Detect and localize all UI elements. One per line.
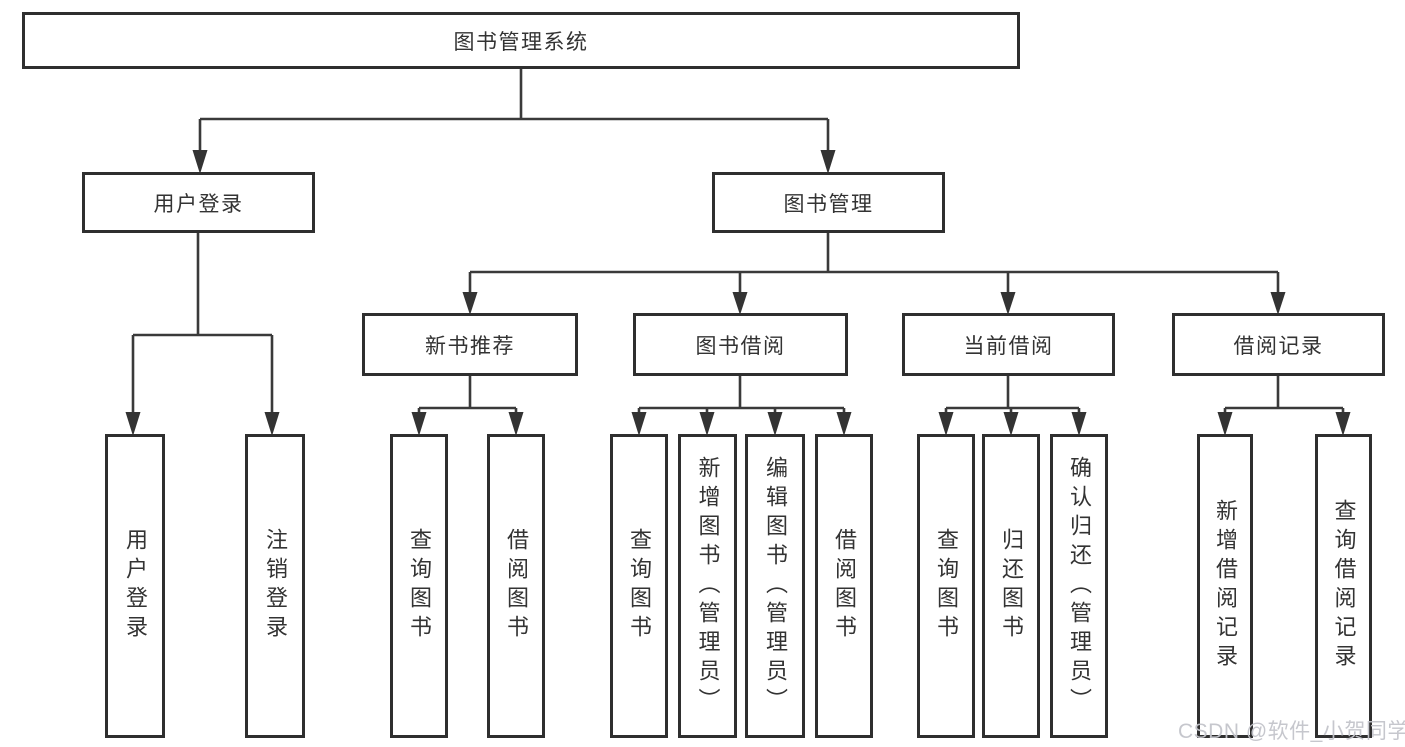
- leaf-edit-books-admin: 编辑图书（管理员）: [745, 434, 805, 738]
- node-label: 用户登录: [123, 528, 148, 644]
- leaf-logout: 注销登录: [245, 434, 305, 738]
- leaf-add-borrow-record: 新增借阅记录: [1197, 434, 1253, 738]
- leaf-borrow-books-borrowing: 借阅图书: [815, 434, 873, 738]
- node-label: 查询图书: [407, 528, 432, 644]
- node-label: 查询图书: [627, 528, 652, 644]
- node-label: 编辑图书（管理员）: [763, 455, 788, 717]
- node-label: 借阅图书: [504, 528, 529, 644]
- leaf-add-books-admin: 新增图书（管理员）: [678, 434, 737, 738]
- edge-userlogin-to-leaves: [131, 232, 274, 414]
- node-library-management-system: 图书管理系统: [22, 12, 1020, 69]
- node-book-management: 图书管理: [712, 172, 945, 233]
- node-label: 新增借阅记录: [1213, 499, 1238, 673]
- node-label: 图书借阅: [695, 334, 786, 358]
- leaf-query-books-borrowing: 查询图书: [610, 434, 668, 738]
- node-label: 确认归还（管理员）: [1067, 455, 1092, 717]
- edge-root-to-level2: [198, 68, 830, 152]
- node-label: 查询借阅记录: [1331, 499, 1357, 673]
- node-label: 图书管理系统: [453, 30, 589, 54]
- leaf-confirm-return-admin: 确认归还（管理员）: [1050, 434, 1108, 738]
- node-borrowing-records: 借阅记录: [1172, 313, 1385, 376]
- leaf-query-borrow-record: 查询借阅记录: [1315, 434, 1372, 738]
- edge-newbook-to-leaves: [417, 375, 518, 414]
- node-current-borrowing: 当前借阅: [902, 313, 1115, 376]
- node-label: 图书管理: [783, 192, 874, 216]
- leaf-user-login: 用户登录: [105, 434, 165, 738]
- node-book-borrowing: 图书借阅: [633, 313, 848, 376]
- node-new-book-recommendation: 新书推荐: [362, 313, 578, 376]
- leaf-query-books-current: 查询图书: [917, 434, 975, 738]
- leaf-query-books-recommend: 查询图书: [390, 434, 448, 738]
- node-label: 用户登录: [153, 192, 244, 216]
- leaf-borrow-books-recommend: 借阅图书: [487, 434, 545, 738]
- node-label: 借阅图书: [832, 528, 857, 644]
- node-label: 查询图书: [934, 528, 959, 644]
- edge-currentborrow-to-leaves: [944, 375, 1081, 414]
- node-label: 借阅记录: [1233, 334, 1324, 358]
- leaf-return-books: 归还图书: [982, 434, 1040, 738]
- edge-bookmgmt-to-level3: [468, 232, 1280, 295]
- node-label: 注销登录: [263, 528, 288, 644]
- node-label: 新增图书（管理员）: [695, 455, 721, 717]
- node-user-login: 用户登录: [82, 172, 315, 233]
- node-label: 新书推荐: [425, 334, 515, 358]
- node-label: 当前借阅: [963, 334, 1054, 358]
- node-label: 归还图书: [999, 528, 1024, 644]
- edge-bookborrow-to-leaves: [637, 375, 846, 414]
- edge-records-to-leaves: [1223, 375, 1345, 414]
